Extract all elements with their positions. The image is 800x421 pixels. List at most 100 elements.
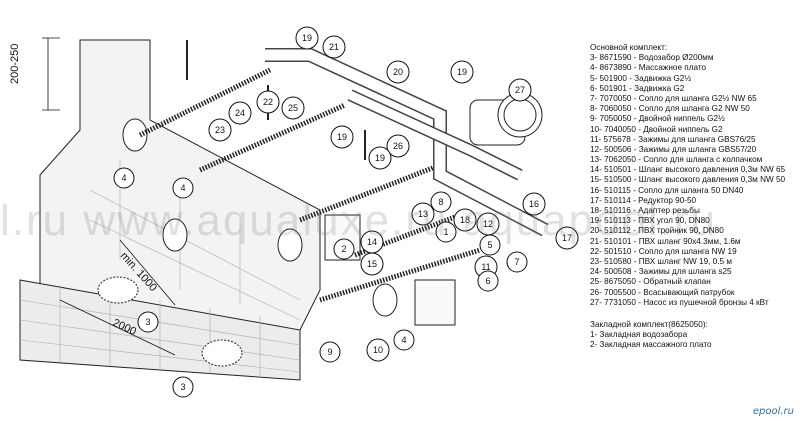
legend-main-title: Основной комплект: <box>590 43 668 52</box>
callout-circle <box>477 270 499 292</box>
callout-circle <box>506 251 528 273</box>
callout-21: 21 <box>322 35 346 59</box>
callout-number: 25 <box>288 103 298 113</box>
legend-item: 1- Закладная водозабора <box>590 330 688 340</box>
callout-number: 23 <box>215 125 225 135</box>
callout-circle <box>555 226 579 250</box>
pump <box>469 92 543 146</box>
legend-item: 21- 510101 - ПВХ шланг 90х4.3мм, 1.6м <box>590 236 741 246</box>
callout-2: 2 <box>333 238 355 260</box>
callout-23: 23 <box>208 118 232 142</box>
callout-number: 19 <box>337 132 347 142</box>
legend-item: 18- 510116 - Адаптер резьбы <box>590 206 700 215</box>
callout-16: 16 <box>522 192 546 216</box>
legend-item: 2- Закладная массажного плато <box>590 340 712 350</box>
callout-circle <box>386 134 410 158</box>
callout-12: 12 <box>476 212 500 236</box>
callout-circle <box>228 101 252 125</box>
callout-circle <box>319 341 341 363</box>
legend-item: 3- 8671590 - Водозабор Ø200мм <box>590 53 714 63</box>
floor-grid <box>19 160 301 378</box>
callout-number: 16 <box>529 199 539 209</box>
callout-circle <box>386 60 410 84</box>
callout-circle <box>360 252 384 276</box>
callout-number: 22 <box>263 97 273 107</box>
callout-19: 19 <box>368 146 392 170</box>
callout-number: 9 <box>327 347 332 357</box>
callout-number: 4 <box>401 335 406 345</box>
callout-number: 2 <box>341 244 346 254</box>
legend-item: 9- 7050050 - Двойной ниппель G2½ <box>590 114 725 124</box>
callout-number: 3 <box>145 317 150 327</box>
massage-plate <box>372 283 398 317</box>
callout-circle <box>172 376 194 398</box>
callout-number: 15 <box>367 259 377 269</box>
legend-item: 6- 501901 - Задвижка G2 <box>590 83 685 93</box>
legend-embedded-title: Закладной комплект(8625050): <box>590 319 708 329</box>
legend-item: 8- 7060050 - Сопло для шланга G2 NW 50 <box>590 104 750 114</box>
legend-item: 12- 500506 - Зажимы для шланга GBS57/20 <box>590 144 757 154</box>
callout-7: 7 <box>506 251 528 273</box>
suction-grate <box>201 339 243 367</box>
callout-circle <box>411 202 435 226</box>
callout-4: 4 <box>393 329 415 351</box>
callout-circle <box>113 167 135 189</box>
callout-20: 20 <box>386 60 410 84</box>
callout-4: 4 <box>113 167 135 189</box>
legend-item: 20- 510112 - ПВХ тройник 90, DN80 <box>590 226 724 236</box>
callout-14: 14 <box>360 230 384 254</box>
callout-circle <box>522 192 546 216</box>
pvc-pipe <box>265 49 548 235</box>
callout-circle <box>366 338 390 362</box>
callout-number: 5 <box>487 240 492 250</box>
callout-circle <box>322 35 346 59</box>
callout-number: 20 <box>393 67 403 77</box>
legend-item: 24- 500508 - Зажимы для шланга s25 <box>590 267 732 277</box>
legend-gap <box>590 308 798 320</box>
callout-circle <box>435 221 457 243</box>
legend-item: 15- 510500 - Шланг высокого давления 0,3… <box>590 175 786 185</box>
legend-item: 16- 510115 - Сопло для шланга 50 DN40 <box>590 185 744 195</box>
callout-circle <box>172 177 194 199</box>
legend-item: 27- 7731050 - Насос из пушечной бронзы 4… <box>590 297 769 307</box>
callout-number: 7 <box>514 257 519 267</box>
callout-circle <box>479 234 501 256</box>
callout-22: 22 <box>256 90 280 114</box>
callout-number: 24 <box>235 108 245 118</box>
callout-circle <box>430 191 452 213</box>
legend-item: 25- 8675050 - Обратный клапан <box>590 277 711 287</box>
callout-19: 19 <box>450 60 474 84</box>
hose <box>198 102 347 173</box>
callout-circle <box>333 238 355 260</box>
callout-number: 21 <box>329 42 339 52</box>
callout-9: 9 <box>319 341 341 363</box>
dimensions <box>42 37 176 356</box>
legend-item: 4- 8673890 - Массажное плато <box>590 63 707 73</box>
callout-circle <box>208 118 232 142</box>
hose <box>319 247 481 303</box>
callout-circle <box>137 311 159 333</box>
legend-item: 11- 575678 - Зажимы для шланга GBS76/25 <box>590 134 756 144</box>
callout-circle <box>330 125 354 149</box>
callout-18: 18 <box>453 208 477 232</box>
callout-circle <box>450 60 474 84</box>
massage-plate <box>277 228 303 262</box>
massage-plate <box>122 118 148 152</box>
callout-8: 8 <box>430 191 452 213</box>
callout-17: 17 <box>555 226 579 250</box>
legend-item: 13- 7062050 - Сопло для шланга с колпачк… <box>590 155 763 165</box>
callout-1: 1 <box>435 221 457 243</box>
callout-13: 13 <box>411 202 435 226</box>
callout-circle <box>256 90 280 114</box>
callout-number: 6 <box>485 276 490 286</box>
suction-grate <box>97 276 139 304</box>
callout-circle <box>368 146 392 170</box>
dim-height: 200-250 <box>9 44 21 84</box>
callout-number: 27 <box>515 85 525 95</box>
callout-10: 10 <box>366 338 390 362</box>
callout-24: 24 <box>228 101 252 125</box>
callout-25: 25 <box>281 96 305 120</box>
